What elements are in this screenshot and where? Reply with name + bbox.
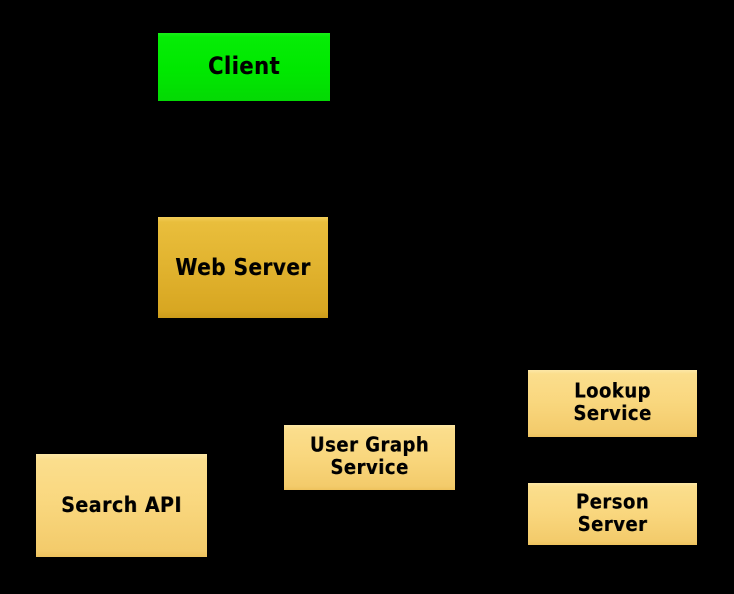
diagram-node-person-server[interactable]: Person Server [528,483,697,545]
diagram-node-web-server[interactable]: Web Server [158,217,328,318]
diagram-node-search-api[interactable]: Search API [36,454,207,557]
node-label-user-graph-service: User Graph Service [309,433,430,481]
diagram-node-client[interactable]: Client [158,33,330,101]
node-label-web-server: Web Server [175,253,311,281]
diagram-node-user-graph-service[interactable]: User Graph Service [284,425,455,490]
node-label-client: Client [207,52,281,80]
diagram-node-lookup-service[interactable]: Lookup Service [528,370,697,437]
node-label-person-server: Person Server [575,489,650,537]
node-label-search-api: Search API [61,492,182,518]
node-label-lookup-service: Lookup Service [573,379,652,427]
